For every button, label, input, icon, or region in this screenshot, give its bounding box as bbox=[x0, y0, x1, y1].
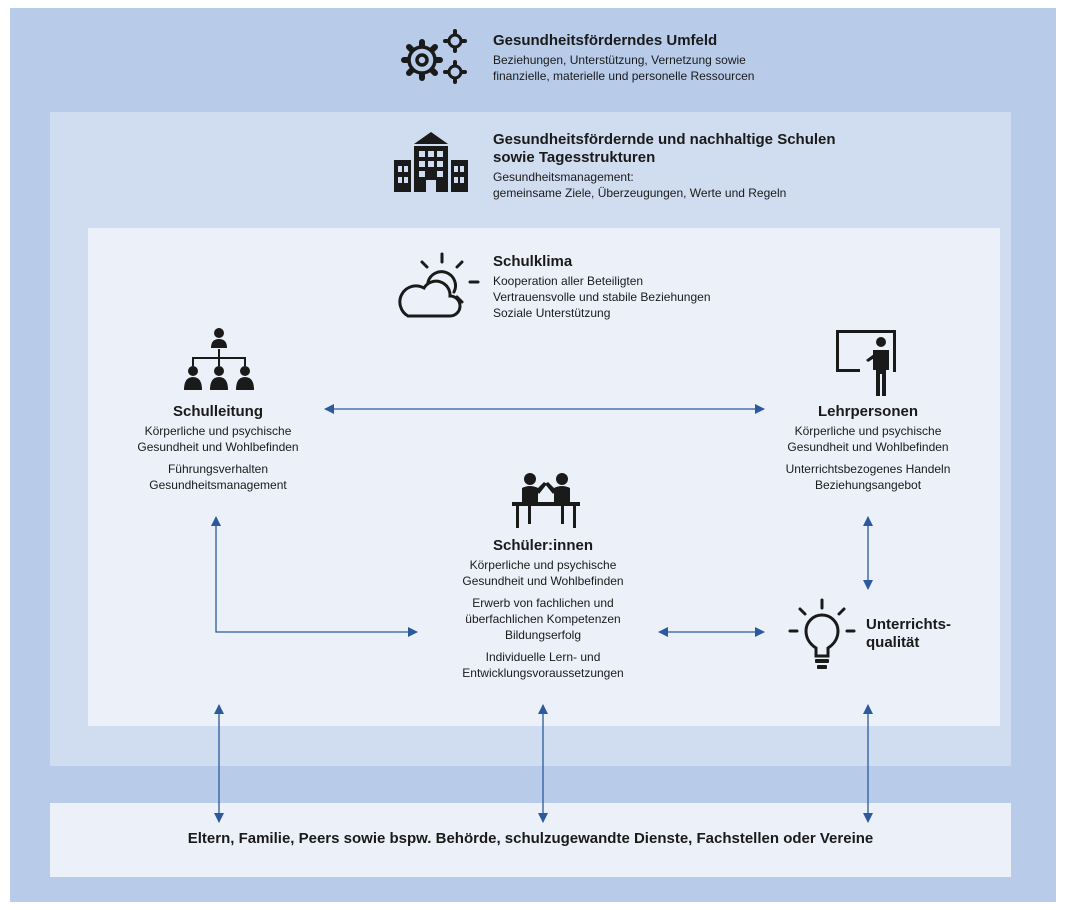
schulen-title-2: sowie Tagesstrukturen bbox=[493, 149, 656, 166]
inner-panel-schulklima bbox=[88, 228, 1000, 726]
bottom-panel-umwelt bbox=[50, 803, 1011, 877]
schulklima-title: Schulklima bbox=[493, 253, 573, 270]
schueler-line-5: Bildungserfolg bbox=[504, 628, 582, 642]
schulleitung-line-3: Führungsverhalten bbox=[167, 462, 269, 476]
schulleitung-line-1: Körperliche und psychische bbox=[144, 424, 292, 438]
lehrpersonen-line-2: Gesundheit und Wohlbefinden bbox=[787, 440, 949, 454]
arrow-schulleitung-schueler bbox=[211, 516, 418, 637]
schueler-line-7: Entwicklungsvoraussetzungen bbox=[462, 666, 624, 680]
unterricht-text: Unterrichts- qualität bbox=[866, 616, 951, 654]
unterricht-title-2: qualität bbox=[866, 634, 920, 651]
schueler-line-2: Gesundheit und Wohlbefinden bbox=[462, 574, 624, 588]
schulklima-text: Schulklima Kooperation aller Beteiligten… bbox=[493, 253, 711, 321]
umfeld-line-1: Beziehungen, Unterstützung, Vernetzung s… bbox=[493, 53, 746, 67]
umfeld-title: Gesundheitsförderndes Umfeld bbox=[493, 32, 718, 49]
schulen-title-1: Gesundheitsfördernde und nachhaltige Sch… bbox=[493, 131, 836, 148]
schueler-text: Schüler:innen Körperliche und psychische… bbox=[433, 537, 653, 681]
lehrpersonen-text: Lehrpersonen Körperliche und psychische … bbox=[768, 403, 968, 493]
students-desk-icon bbox=[512, 473, 580, 528]
lehrpersonen-line-4: Beziehungsangebot bbox=[814, 478, 922, 492]
schulleitung-text: Schulleitung Körperliche und psychische … bbox=[118, 403, 318, 493]
umfeld-line-2: finanzielle, materielle und personelle R… bbox=[493, 69, 755, 83]
org-chart-icon bbox=[184, 328, 254, 390]
school-building-icon bbox=[394, 132, 468, 192]
teacher-board-icon bbox=[836, 330, 896, 396]
schulen-line-2: gemeinsame Ziele, Überzeugungen, Werte u… bbox=[493, 186, 787, 200]
gears-icon bbox=[401, 29, 467, 84]
lehrpersonen-title: Lehrpersonen bbox=[817, 403, 919, 420]
lightbulb-icon bbox=[788, 598, 856, 669]
schulen-text: Gesundheitsfördernde und nachhaltige Sch… bbox=[493, 131, 836, 201]
schueler-line-6: Individuelle Lern- und bbox=[485, 650, 601, 664]
schueler-line-3: Erwerb von fachlichen und bbox=[472, 596, 614, 610]
lehrpersonen-line-1: Körperliche und psychische bbox=[794, 424, 942, 438]
umwelt-text: Eltern, Familie, Peers sowie bspw. Behör… bbox=[187, 830, 874, 847]
schulklima-line-1: Kooperation aller Beteiligten bbox=[493, 274, 644, 288]
unterricht-title-1: Unterrichts- bbox=[866, 616, 952, 633]
schulen-line-1: Gesundheitsmanagement: bbox=[493, 170, 634, 184]
schulklima-line-2: Vertrauensvolle und stabile Beziehungen bbox=[493, 290, 711, 304]
schueler-title: Schüler:innen bbox=[492, 537, 593, 554]
schueler-line-1: Körperliche und psychische bbox=[469, 558, 617, 572]
schulleitung-line-2: Gesundheit und Wohlbefinden bbox=[137, 440, 299, 454]
schulklima-line-3: Soziale Unterstützung bbox=[493, 306, 611, 320]
schulleitung-line-4: Gesundheitsmanagement bbox=[149, 478, 287, 492]
schueler-line-4: überfachlichen Kompetenzen bbox=[465, 612, 621, 626]
schulleitung-title: Schulleitung bbox=[173, 403, 263, 420]
umfeld-text: Gesundheitsförderndes Umfeld Beziehungen… bbox=[493, 32, 754, 84]
lehrpersonen-line-3: Unterrichtsbezogenes Handeln bbox=[785, 462, 951, 476]
sun-cloud-icon bbox=[398, 252, 480, 318]
